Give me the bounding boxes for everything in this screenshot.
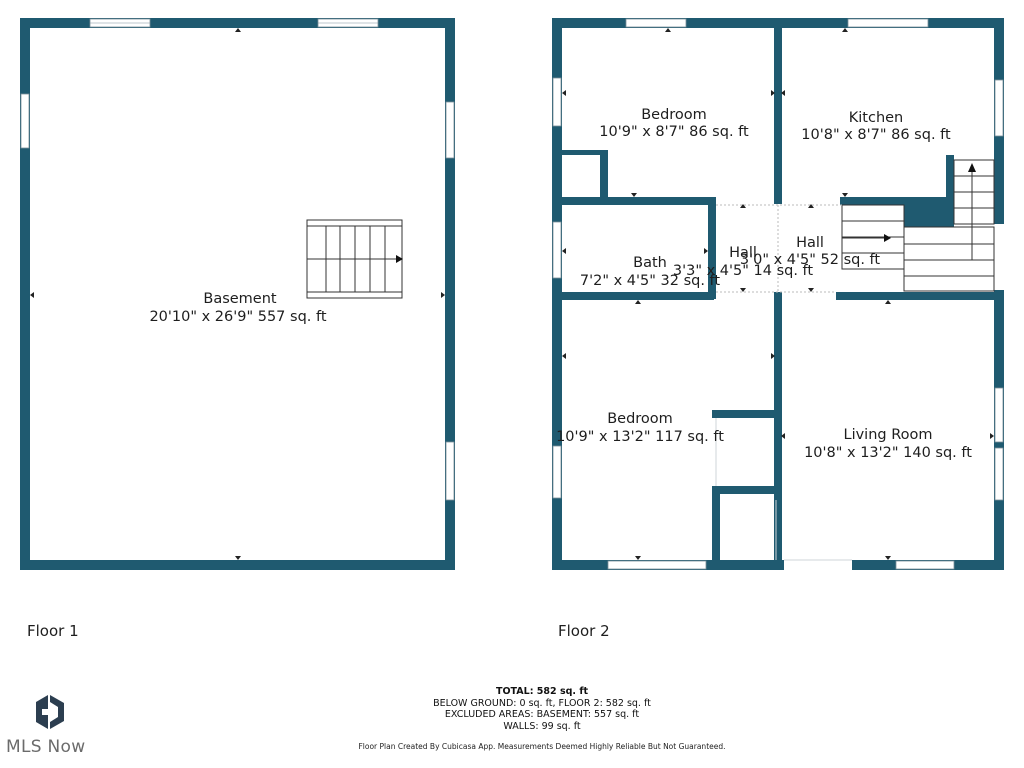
door-openings <box>774 204 1004 570</box>
closet-wall-3 <box>712 486 720 570</box>
wall-bath-bottom <box>562 292 714 300</box>
basement-wall-right <box>445 18 455 570</box>
room-name: Basement <box>203 291 277 307</box>
room-name: Kitchen <box>849 110 904 126</box>
kitchen-block <box>904 197 950 227</box>
room-dims: 7'2" x 4'5" 32 sq. ft <box>580 273 721 289</box>
below-ground-area: BELOW GROUND: 0 sq. ft, FLOOR 2: 582 sq.… <box>433 697 651 709</box>
room-name: Bedroom <box>607 411 673 427</box>
floor-2-stairs <box>841 159 995 292</box>
window <box>994 387 1004 443</box>
floor-2-markers <box>562 28 994 560</box>
mls-now-logo-icon <box>36 695 64 729</box>
wall-bath-right <box>708 197 716 299</box>
room-name: Living Room <box>843 427 932 443</box>
closet-wall-1 <box>712 410 782 418</box>
floor-1-plan <box>20 18 455 570</box>
window <box>552 77 562 127</box>
total-area: TOTAL: 582 sq. ft <box>496 686 588 697</box>
window <box>625 18 687 28</box>
window <box>994 447 1004 501</box>
wall-bedroom-bottom <box>562 197 716 205</box>
wall-center-upper <box>774 18 782 204</box>
window <box>994 79 1004 137</box>
wall-center-lower <box>774 292 782 570</box>
window <box>552 221 562 279</box>
room-name: Hall <box>796 235 824 251</box>
stair-arrow-icon <box>396 255 403 263</box>
basement-wall-top <box>20 18 455 28</box>
window <box>895 560 955 570</box>
window <box>445 441 455 501</box>
room-dims: 20'10" x 26'9" 557 sq. ft <box>149 309 326 325</box>
window <box>20 93 30 149</box>
closet-wall-top <box>562 150 608 155</box>
wall-kitchen-bottom <box>840 197 908 205</box>
brand-name: MLS Now <box>6 737 86 757</box>
wall-left <box>552 18 562 570</box>
closet-wall <box>600 150 608 200</box>
basement-wall-left <box>20 18 30 570</box>
floor-2-walls <box>552 18 1004 570</box>
wall-living-top <box>836 292 1004 300</box>
window <box>607 560 707 570</box>
closet-wall-2 <box>712 486 782 494</box>
basement-wall-bottom <box>20 560 455 570</box>
room-name: Bath <box>633 255 667 271</box>
disclaimer: Floor Plan Created By Cubicasa App. Meas… <box>358 742 726 751</box>
room-dims: 3'3" x 4'5" 14 sq. ft <box>673 263 814 279</box>
room-dims: 10'9" x 13'2" 117 sq. ft <box>556 429 724 445</box>
basement-stairs <box>306 219 403 299</box>
room-dims: 10'9" x 8'7" 86 sq. ft <box>599 124 749 140</box>
stair-arrow-icon <box>968 163 976 172</box>
window <box>552 445 562 499</box>
stair-arrow-icon <box>884 234 891 242</box>
area-totals: TOTAL: 582 sq. ft BELOW GROUND: 0 sq. ft… <box>362 686 722 732</box>
room-dims: 10'8" x 8'7" 86 sq. ft <box>801 127 951 143</box>
wall-stair-left <box>946 155 954 227</box>
excluded-area: EXCLUDED AREAS: BASEMENT: 557 sq. ft <box>444 709 640 720</box>
room-labels: Basement 20'10" x 26'9" 557 sq. ft Bedro… <box>149 107 972 461</box>
walls-area: WALLS: 99 sq. ft <box>503 720 581 732</box>
floor-2-windows <box>552 18 1004 570</box>
hall-boundaries <box>716 204 842 293</box>
floor-2-label: Floor 2 <box>558 622 610 640</box>
window <box>847 18 929 28</box>
window <box>445 101 455 159</box>
basement-markers <box>30 28 445 560</box>
room-dims: 3'0" x 4'5" 52 sq. ft <box>740 252 881 268</box>
room-name: Hall <box>729 245 757 261</box>
room-dims: 10'8" x 13'2" 140 sq. ft <box>804 445 972 461</box>
floor-1-label: Floor 1 <box>27 622 79 640</box>
room-name: Bedroom <box>641 107 707 123</box>
